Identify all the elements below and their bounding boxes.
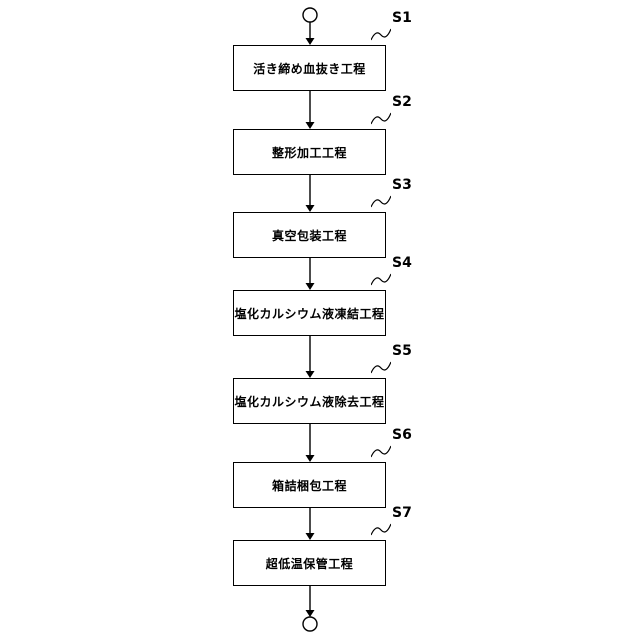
reference-squiggle-icon	[371, 112, 391, 125]
flow-arrowhead	[305, 610, 315, 617]
process-box: 塩化カルシウム液凍結工程	[233, 290, 386, 336]
process-box-label: 塩化カルシウム液除去工程	[234, 394, 385, 409]
process-box: 箱詰梱包工程	[233, 462, 386, 508]
start-terminal-icon	[302, 7, 318, 23]
flow-arrowhead	[305, 283, 315, 290]
process-box: 整形加工工程	[233, 129, 386, 175]
process-box: 塩化カルシウム液除去工程	[233, 378, 386, 424]
reference-squiggle-icon	[371, 28, 391, 41]
step-id-label: S3	[392, 177, 412, 193]
end-terminal-icon	[302, 616, 318, 632]
reference-squiggle-icon	[371, 361, 391, 374]
step-id-label: S7	[392, 505, 412, 521]
process-box-label: 活き締め血抜き工程	[253, 61, 366, 76]
step-id-label: S5	[392, 343, 412, 359]
process-box: 真空包装工程	[233, 212, 386, 258]
flow-arrowhead	[305, 38, 315, 45]
reference-squiggle-icon	[371, 445, 391, 458]
process-box: 活き締め血抜き工程	[233, 45, 386, 91]
step-id-label: S1	[392, 10, 412, 26]
flow-arrowhead	[305, 205, 315, 212]
flow-arrowhead	[305, 371, 315, 378]
reference-squiggle-icon	[371, 523, 391, 536]
reference-squiggle-icon	[371, 273, 391, 286]
step-id-label: S6	[392, 427, 412, 443]
process-box-label: 超低温保管工程	[265, 556, 354, 571]
process-box-label: 真空包装工程	[271, 228, 347, 243]
process-box: 超低温保管工程	[233, 540, 386, 586]
process-box-label: 塩化カルシウム液凍結工程	[234, 306, 385, 321]
step-id-label: S2	[392, 94, 412, 110]
process-box-label: 整形加工工程	[271, 145, 347, 160]
flow-arrowhead	[305, 533, 315, 540]
process-box-label: 箱詰梱包工程	[271, 478, 347, 493]
step-id-label: S4	[392, 255, 412, 271]
flow-arrowhead	[305, 122, 315, 129]
flow-arrowhead	[305, 455, 315, 462]
reference-squiggle-icon	[371, 195, 391, 208]
